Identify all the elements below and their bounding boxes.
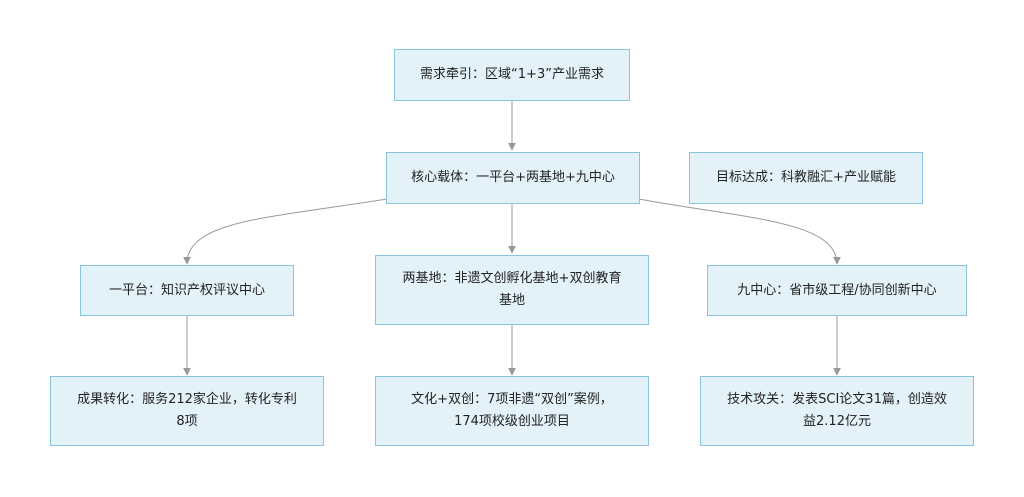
node-platform: 一平台：知识产权评议中心 xyxy=(80,265,294,316)
node-demand: 需求牵引：区域“1+3”产业需求 xyxy=(394,49,630,101)
node-goal: 目标达成：科教融汇+产业赋能 xyxy=(689,152,923,204)
node-result-centers: 技术攻关：发表SCI论文31篇，创造效益2.12亿元 xyxy=(700,376,974,446)
edge-core-to-centers xyxy=(638,198,841,265)
node-core: 核心载体：一平台+两基地+九中心 xyxy=(386,152,640,204)
node-bases: 两基地：非遗文创孵化基地+双创教育基地 xyxy=(375,255,649,325)
node-result-platform: 成果转化：服务212家企业，转化专利8项 xyxy=(50,376,324,446)
edge-core-to-platform xyxy=(183,198,388,265)
node-centers: 九中心：省市级工程/协同创新中心 xyxy=(707,265,967,316)
node-result-bases: 文化+双创：7项非遗“双创”案例，174项校级创业项目 xyxy=(375,376,649,446)
